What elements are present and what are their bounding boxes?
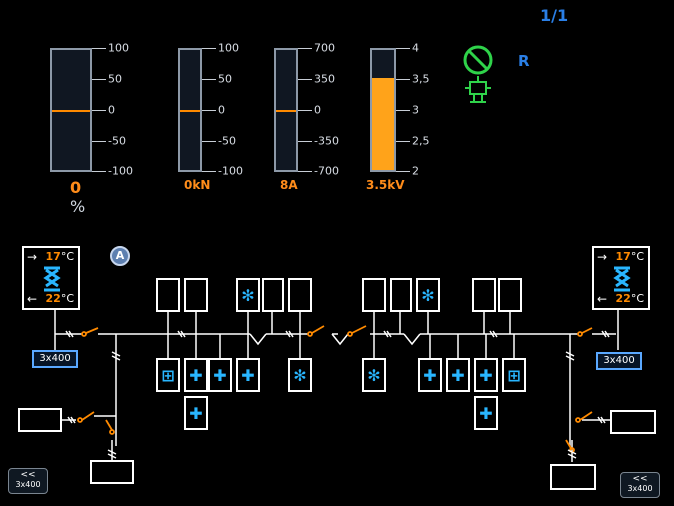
heater-unit[interactable]: ⊞ (156, 358, 180, 392)
ventilator-unit[interactable]: ✚ (236, 358, 260, 392)
load-box (184, 278, 208, 312)
fan-unit[interactable]: ✻ (362, 358, 386, 392)
ventilator-unit[interactable]: ✚ (184, 396, 208, 430)
ventilator-unit[interactable]: ✚ (418, 358, 442, 392)
external-supply-button-right[interactable]: <<3x400 (620, 472, 660, 498)
heat-exchanger-icon (613, 266, 631, 292)
heater-unit[interactable]: ⊞ (502, 358, 526, 392)
load-box (288, 278, 312, 312)
pantograph-icon (465, 76, 491, 103)
socket-box (90, 460, 134, 484)
load-box (472, 278, 496, 312)
load-box (498, 278, 522, 312)
auto-mode-icon[interactable]: A (110, 246, 130, 266)
ventilator-unit[interactable]: ✚ (446, 358, 470, 392)
ventilator-unit[interactable]: ✚ (474, 358, 498, 392)
load-box (390, 278, 412, 312)
prohibited-icon (463, 45, 493, 75)
climate-right[interactable]: → 17°C ← 22°C (592, 246, 650, 310)
page-indicator[interactable]: 1/1 (540, 6, 569, 25)
heat-exchanger-icon (43, 266, 61, 292)
supply-3x400-right[interactable]: 3x400 (596, 352, 642, 370)
load-box (156, 278, 180, 312)
ventilator-unit[interactable]: ✚ (208, 358, 232, 392)
load-box (262, 278, 284, 312)
fan-unit[interactable]: ✻ (236, 278, 260, 312)
socket-box (18, 408, 62, 432)
ventilator-unit[interactable]: ✚ (474, 396, 498, 430)
status-letter: R (518, 52, 530, 70)
supply-3x400-left[interactable]: 3x400 (32, 350, 78, 368)
socket-box (550, 464, 596, 490)
fan-unit[interactable]: ✻ (288, 358, 312, 392)
external-supply-button-left[interactable]: <<3x400 (8, 468, 48, 494)
climate-left[interactable]: → 17°C ← 22°C (22, 246, 80, 310)
socket-box (610, 410, 656, 434)
fan-unit[interactable]: ✻ (416, 278, 440, 312)
ventilator-unit[interactable]: ✚ (184, 358, 208, 392)
load-box (362, 278, 386, 312)
